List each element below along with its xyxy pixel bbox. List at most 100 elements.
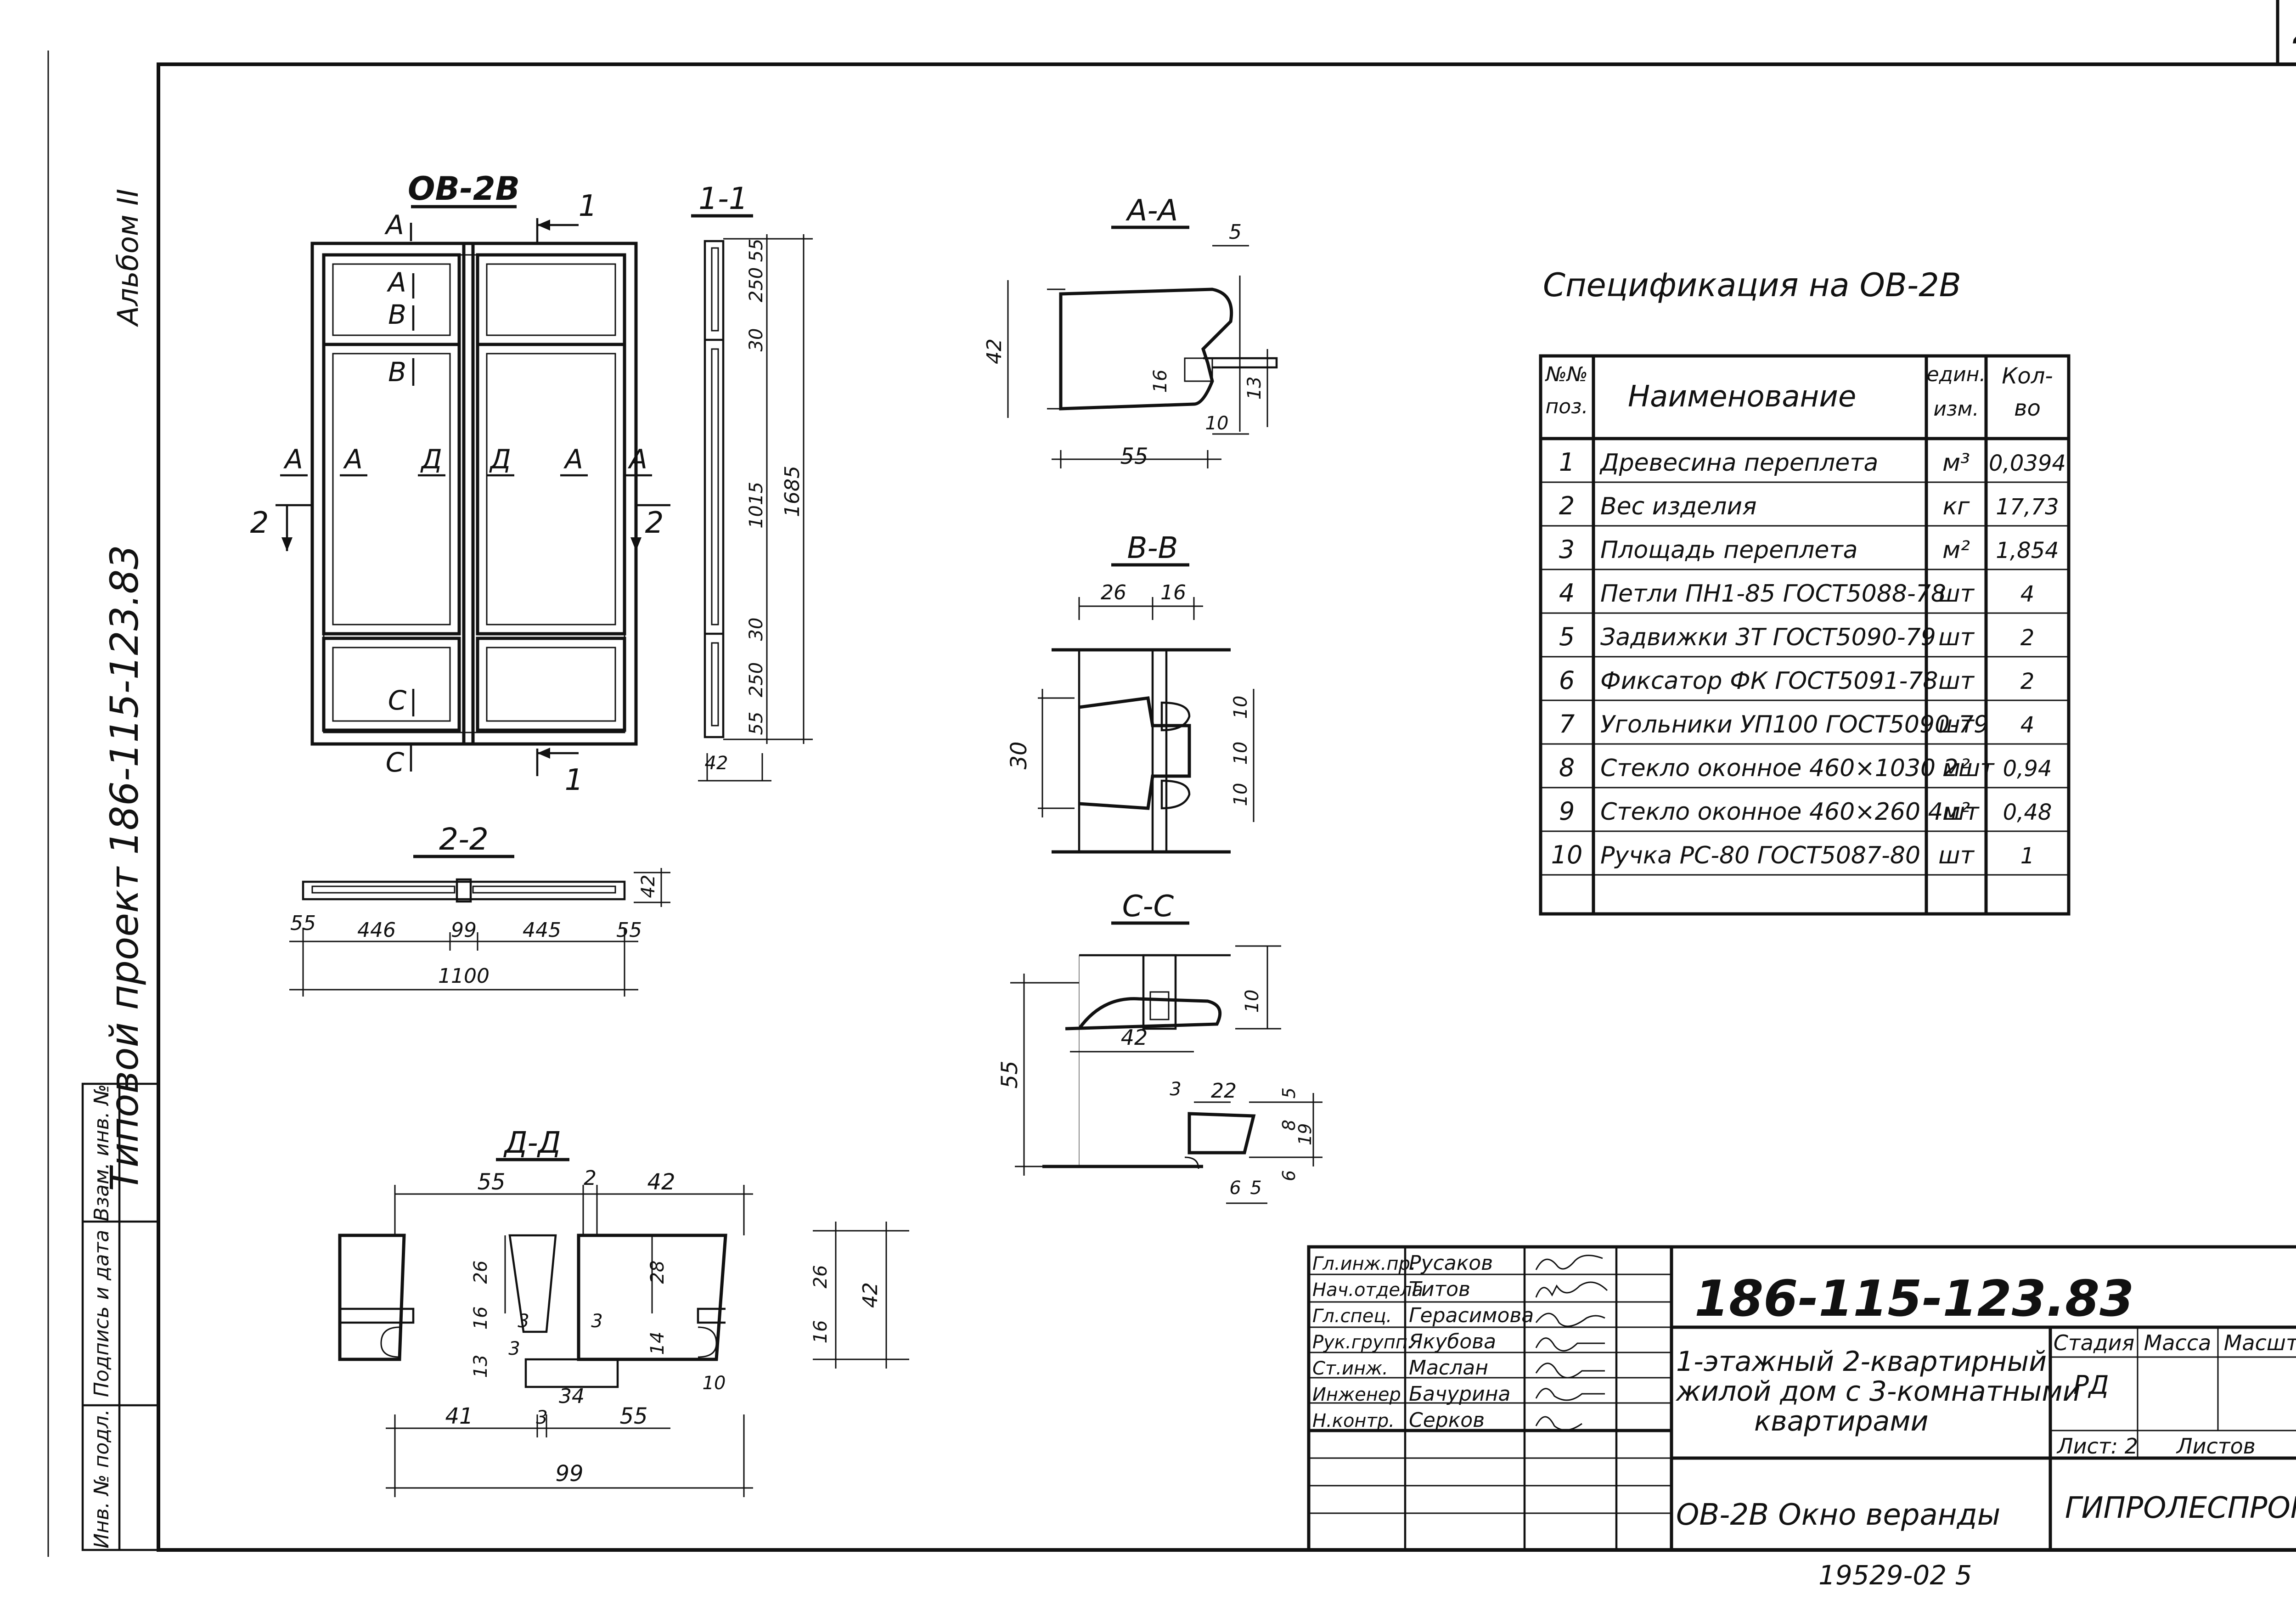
- staff-role: Гл.инж.пр.: [1312, 1253, 1416, 1274]
- dim-c-c-42: 42: [1121, 1025, 1148, 1050]
- title-block-grid: [1307, 1245, 2296, 1552]
- margin-signature-date: Подпись и дата: [90, 1230, 113, 1397]
- dim-c-c-5a: 5: [1279, 1087, 1299, 1099]
- dim-c-c-6a: 6: [1279, 1170, 1299, 1181]
- staff-name: Русаков: [1409, 1251, 1493, 1275]
- dim-2-2-55-left: 55: [290, 912, 316, 935]
- dim-a-a-16: 16: [1150, 370, 1171, 393]
- sheets-label: Листов: [2176, 1434, 2256, 1459]
- section-2-2-profile: [289, 868, 670, 997]
- staff-role: Инженер: [1312, 1384, 1401, 1405]
- dim-2-2-445: 445: [523, 918, 561, 942]
- stage-value: РД: [2073, 1370, 2109, 1400]
- spec-row-name: Ручка РС-80 ГОСТ5087-80: [1600, 842, 1920, 869]
- section-2-left-number: 2: [250, 506, 269, 540]
- spec-row-name: Угольники УП100 ГОСТ5090-79: [1600, 711, 1989, 738]
- dim-2-2-446: 446: [357, 918, 396, 942]
- cut-label-d-left: Д: [420, 444, 442, 475]
- dim-c-c-10: 10: [1242, 990, 1263, 1013]
- section-c-c-profile: [1010, 945, 1322, 1204]
- dim-d-d-42-right: 42: [859, 1282, 882, 1308]
- sheet-number: 4: [2292, 12, 2296, 61]
- view-d-d-title: Д-Д: [503, 1126, 561, 1160]
- dim-a-a-55: 55: [1120, 444, 1148, 469]
- spec-row-pos: 4: [1559, 579, 1575, 608]
- spec-row-unit: шт: [1938, 580, 1975, 608]
- dim-d-d-3c: 3: [591, 1311, 602, 1332]
- dim-1-1-55-top: 55: [746, 239, 767, 262]
- view-a-a-title: А-А: [1125, 194, 1178, 228]
- dim-c-c-5b: 5: [1250, 1177, 1261, 1199]
- dim-d-d-26-right: 26: [810, 1265, 831, 1289]
- spec-header-pos-1: №№: [1544, 363, 1588, 386]
- stage-header: Стадия: [2054, 1330, 2134, 1355]
- spec-row-qty: 1,854: [1996, 538, 2059, 563]
- dim-1-1-250-bottom: 250: [746, 662, 767, 697]
- dim-2-2-1100: 1100: [438, 964, 490, 988]
- dim-d-d-26-left: 26: [470, 1261, 491, 1284]
- cut-label-a-right-out: А: [627, 444, 647, 475]
- section-a-a-profile: [1007, 245, 1278, 468]
- spec-row-unit: шт: [1938, 711, 1975, 738]
- cut-label-d-right: Д: [489, 444, 511, 475]
- staff-name: Серков: [1409, 1408, 1485, 1432]
- cut-label-a-top: А: [384, 209, 404, 241]
- staff-role: Нач.отдела: [1312, 1279, 1423, 1301]
- section-2-right-number: 2: [645, 506, 664, 540]
- spec-row-name: Древесина переплета: [1599, 449, 1878, 477]
- spec-row-qty: 2: [2020, 625, 2035, 651]
- project-code: 186-115-123.83: [1694, 1270, 2134, 1328]
- spec-row-pos: 2: [1559, 491, 1575, 520]
- spec-row-name: Стекло оконное 460×1030 2шт: [1600, 755, 1995, 782]
- sheet-frame: [47, 0, 2296, 1557]
- window-front-view: [276, 218, 670, 776]
- dim-d-d-55-top: 55: [477, 1169, 505, 1195]
- spec-row-qty: 17,73: [1996, 494, 2059, 520]
- dim-d-d-99: 99: [555, 1461, 583, 1487]
- cut-label-c-bottom: С: [386, 747, 405, 778]
- album-label: Альбом II: [111, 189, 145, 327]
- dim-b-b-26: 26: [1101, 581, 1126, 604]
- spec-row-qty: 4: [2020, 581, 2035, 607]
- dim-d-d-28: 28: [647, 1261, 668, 1284]
- spec-header-qty-1: Кол-: [2002, 363, 2053, 389]
- staff-name: Титов: [1409, 1278, 1470, 1301]
- spec-row-qty: 0,94: [2003, 756, 2052, 782]
- section-1-top-number: 1: [579, 189, 597, 223]
- sheet-label: Лист: 2: [2056, 1434, 2138, 1459]
- dim-b-b-16: 16: [1160, 581, 1186, 604]
- dim-d-d-16-right: 16: [810, 1320, 831, 1344]
- spec-row-unit: м³: [1942, 449, 1970, 477]
- spec-row-pos: 7: [1559, 710, 1575, 738]
- view-ov2v-title: ОВ-2В: [408, 170, 520, 208]
- dim-d-d-55-bottom: 55: [619, 1403, 647, 1429]
- spec-header-unit-1: един.: [1927, 363, 1986, 386]
- scale-header: Масштаб: [2224, 1330, 2296, 1355]
- staff-name: Маслан: [1409, 1356, 1488, 1380]
- mass-header: Масса: [2144, 1330, 2212, 1355]
- cut-label-c-pane: С: [388, 685, 407, 716]
- building-desc-line-3: квартирами: [1754, 1405, 1929, 1437]
- spec-row-name: Фиксатор ФК ГОСТ5091-78: [1600, 667, 1938, 695]
- dim-1-1-250-top: 250: [746, 267, 767, 302]
- dim-d-d-34: 34: [559, 1385, 585, 1408]
- view-1-1-title: 1-1: [698, 181, 748, 216]
- cut-label-v-pane: В: [388, 299, 406, 330]
- dim-b-b-10b: 10: [1230, 742, 1251, 765]
- cut-label-a-right-in: А: [563, 444, 583, 475]
- cut-label-a-pane: А: [386, 267, 406, 298]
- section-1-1-profile: [698, 234, 813, 782]
- margin-vzam-inv: Взам. инв. №: [90, 1084, 113, 1222]
- dim-c-c-22: 22: [1211, 1079, 1237, 1103]
- spec-table-grid: [1539, 354, 2071, 916]
- dim-d-d-3b: 3: [508, 1338, 520, 1359]
- dim-b-b-30: 30: [1006, 741, 1032, 769]
- spec-row-unit: шт: [1938, 624, 1975, 651]
- staff-name: Бачурина: [1409, 1382, 1510, 1406]
- staff-role: Гл.спец.: [1312, 1306, 1392, 1327]
- spec-header-qty-2: во: [2014, 395, 2041, 421]
- section-d-d-profile: [338, 1185, 909, 1497]
- spec-row-pos: 1: [1559, 448, 1575, 477]
- dim-c-c-3: 3: [1170, 1079, 1181, 1100]
